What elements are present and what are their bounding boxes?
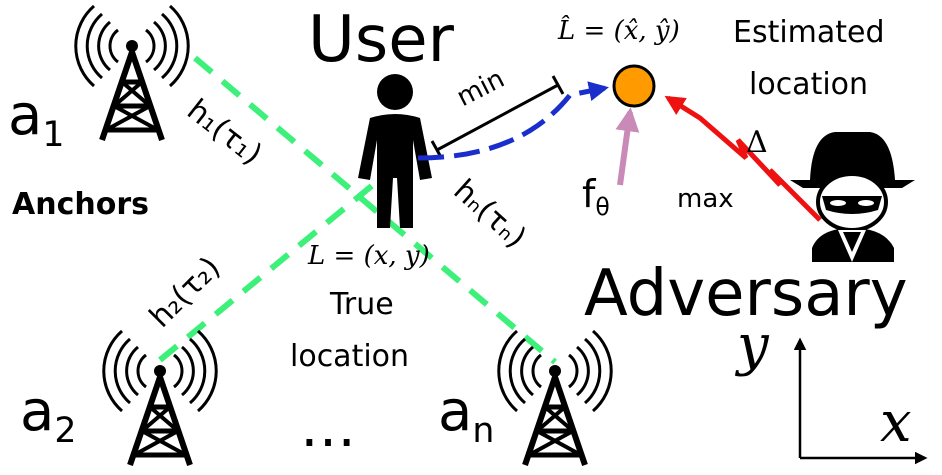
tower-an-icon xyxy=(499,331,611,465)
axes xyxy=(793,337,928,465)
estimated-location-dot xyxy=(612,64,656,108)
true-location-label-1: True xyxy=(330,287,394,322)
estimated-location-label-1: Estimated xyxy=(733,15,885,50)
adversary-icon xyxy=(790,132,915,262)
anchor-ellipsis: … xyxy=(300,395,356,460)
channel-line-a1 xyxy=(193,55,557,365)
estimate-arrow xyxy=(417,81,609,161)
model-label: fθ xyxy=(582,172,610,222)
delta-label: Δ xyxy=(746,125,768,160)
true-location-label-2: location xyxy=(290,339,410,374)
true-location-formula: L = (x, y) xyxy=(308,241,430,271)
user-icon xyxy=(358,74,432,228)
adversary-title: Adversary xyxy=(584,257,908,331)
model-arrow xyxy=(615,107,640,186)
anchor-a1-label: a1 xyxy=(8,83,65,156)
channel-line-a2 xyxy=(158,172,387,363)
anchor-an-label: an xyxy=(438,379,495,452)
x-axis-label: x xyxy=(880,390,912,455)
tower-a1-icon xyxy=(76,6,188,140)
tower-a2-icon xyxy=(104,331,216,465)
estimated-location-formula: L̂ = (x̂, ŷ) xyxy=(558,16,680,46)
user-title: User xyxy=(308,3,454,77)
y-axis-label: y xyxy=(737,313,769,378)
estimated-location-label-2: location xyxy=(749,67,869,102)
anchors-group-label: Anchors xyxy=(12,187,149,222)
max-label: max xyxy=(677,184,734,214)
perturbation-arrow xyxy=(664,95,822,222)
anchor-a2-label: a2 xyxy=(20,379,77,452)
